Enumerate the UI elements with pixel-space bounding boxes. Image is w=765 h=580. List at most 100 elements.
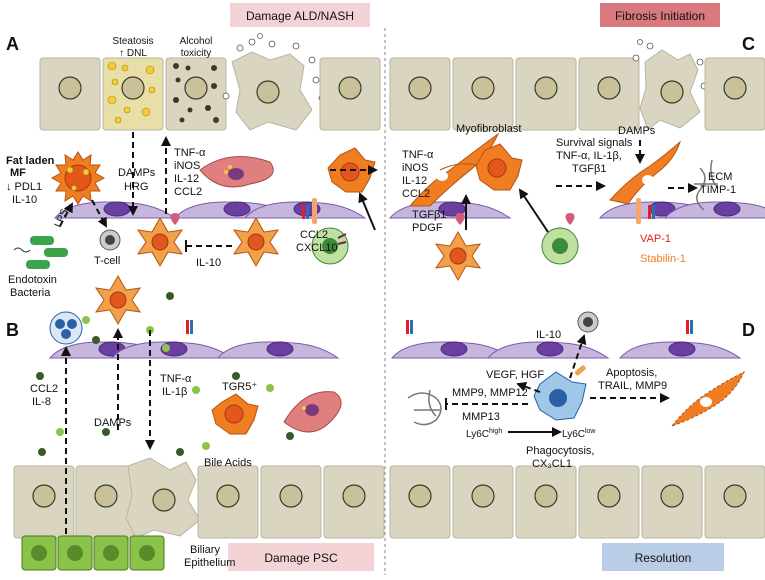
banner-damage-psc: Damage PSC [228,543,374,571]
label-il10-b: IL-10 [196,257,221,269]
label-tgfb1: TGFβ1 [412,209,446,221]
top-hepatocyte-row [39,33,765,131]
label-fat-laden-2: MF [10,167,26,179]
panel-c-arrows [461,140,698,233]
panel-letter-c: C [742,34,755,54]
panel-b-arrows [61,328,155,534]
monocyte-c [541,227,579,265]
label-il10-a: IL-10 [12,194,37,206]
label-alcohol-1: Alcohol [180,36,213,47]
panel-letter-a: A [6,34,19,54]
banner-resolution: Resolution [602,543,724,571]
label-damps-b: DAMPs [94,417,132,429]
panel-letter-b: B [6,320,19,340]
panel-letter-d: D [742,320,755,340]
label-ly6c-high: Ly6Chigh [466,428,502,440]
label-ccl2-b: CCL2 [30,383,58,395]
stellate-cell-b [283,391,342,433]
bottom-receptors [186,320,693,334]
banner-damage-psc-label: Damage PSC [264,551,338,565]
receptor-pair-c [636,198,655,224]
label-timp1: TIMP-1 [700,184,736,196]
label-endotoxin-1: Endotoxin [8,274,57,286]
apoptotic-myofibroblast-d [670,370,746,428]
banner-resolution-label: Resolution [635,551,692,565]
top-endothelium-left [54,201,366,219]
label-steatosis: Steatosis [112,36,153,47]
label-ecm: ECM [708,171,732,183]
label-endotoxin-2: Bacteria [10,287,51,299]
t-cell-d [577,311,599,333]
label-vap1: VAP-1 [640,233,671,245]
label-pdgf: PDGF [412,222,443,234]
tgr5-macrophage [211,393,259,435]
label-dnl: ↑ DNL [119,48,147,59]
label-inos-a: iNOS [174,160,200,172]
label-fat-laden-1: Fat laden [6,155,55,167]
label-ly6c-low: Ly6Clow [562,428,596,440]
neutrophil-b [49,311,83,345]
label-alcohol-2: toxicity [181,48,212,59]
label-il1b-b: IL-1β [162,386,187,398]
endotoxin-bacteria [13,236,68,269]
kupffer-cell-center-a [137,217,183,267]
label-ccl2-b: CCL2 [300,229,328,241]
banner-damage-ald-nash-label: Damage ALD/NASH [246,9,354,23]
banner-fibrosis-initiation: Fibrosis Initiation [600,3,720,27]
label-damps-a: DAMPs [118,167,156,179]
kupffer-cell-c [435,231,481,281]
label-survival-2: TNF-α, IL-1β, [556,150,622,162]
label-tcell: T-cell [94,255,120,267]
t-cell [99,229,121,251]
bottom-hepatocyte-row [13,457,765,539]
activated-stellate-c [609,140,682,205]
label-il8: IL-8 [32,396,51,408]
label-stabilin1: Stabilin-1 [640,253,686,265]
label-survival-1: Survival signals [556,137,633,149]
kupffer-cell-b [95,275,141,325]
label-survival-3: TGFβ1 [572,163,606,175]
receptor-pair-a [302,198,317,224]
label-phagocytosis-1: Phagocytosis, [526,445,594,457]
label-pdl1: ↓ PDL1 [6,181,42,193]
label-il12-a: IL-12 [174,173,199,185]
label-il12-c: IL-12 [402,175,427,187]
panel-d-arrows [445,334,670,437]
label-tgr5: TGR5⁺ [222,381,257,393]
banner-damage-ald-nash: Damage ALD/NASH [230,3,370,27]
kupffer-cell-right-a [233,217,279,267]
heart-receptors [170,213,575,225]
lipid-droplets [107,61,156,124]
banner-fibrosis-initiation-label: Fibrosis Initiation [615,9,705,23]
label-mmp9-12: MMP9, MMP12 [452,387,528,399]
biliary-epithelium [21,535,165,571]
bottom-endothelium-left [49,341,339,359]
ecm-fibers-c [694,159,719,211]
fat-laden-macrophage [51,151,105,205]
alcohol-damage-dots [173,63,219,123]
label-apoptosis-1: Apoptosis, [606,367,657,379]
stellate-cell-a [199,156,274,188]
label-hrg: HRG [124,181,148,193]
label-tnf-b: TNF-α [160,373,192,385]
bottom-endothelium-right [391,341,741,359]
label-inos-c: iNOS [402,162,428,174]
label-tnf-c: TNF-α [402,149,434,161]
label-vegf: VEGF, HGF [486,369,544,381]
label-phagocytosis-2: CX₃CL1 [532,458,572,470]
macrophage-c [475,143,523,191]
label-tnf-a: TNF-α [174,147,206,159]
label-biliary-2: Epithelium [184,557,235,569]
monocyte-a [311,227,349,265]
restorative-macrophage-d [533,365,587,421]
label-il10-d: IL-10 [536,329,561,341]
label-biliary-1: Biliary [190,544,220,556]
label-cxcl10: CXCL10 [296,242,338,254]
ecm-fibers-d [407,389,442,426]
label-ccl2-a: CCL2 [174,186,202,198]
label-ccl2-c: CCL2 [402,188,430,200]
label-myofibroblast: Myofibroblast [456,123,521,135]
label-mmp13: MMP13 [462,411,500,423]
